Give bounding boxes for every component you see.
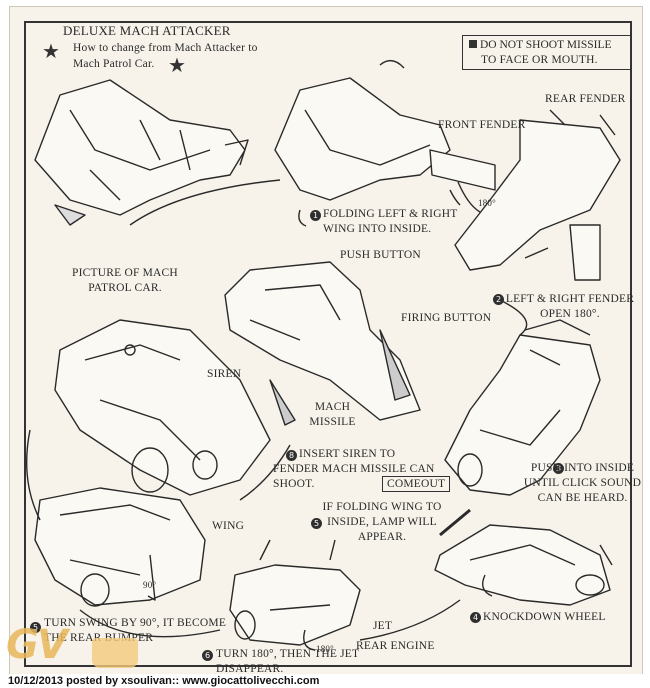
label-picture-of-patrol-car: PICTURE OF MACH PATROL CAR.	[72, 267, 178, 294]
step-number-badge: 5	[30, 622, 41, 633]
star-icon: ★	[42, 41, 60, 63]
label-comeout: COMEOUT	[382, 476, 451, 492]
star-icon: ★	[168, 55, 186, 77]
fender-open-illustration	[429, 109, 621, 281]
flow-arrows	[26, 179, 528, 641]
label-degrees-180: 180°	[478, 198, 496, 208]
label-step2-fender-open: LEFT & RIGHT FENDER OPEN 180°.	[505, 293, 635, 320]
car-push-inside-illustration	[444, 319, 601, 496]
step-number-badge: 2	[493, 294, 504, 305]
label-wing: WING	[212, 520, 245, 532]
label-siren: SIREN	[207, 368, 242, 380]
knockdown-wheel-car-illustration	[434, 524, 613, 606]
jet-with-missiles-illustration	[224, 261, 421, 426]
label-step6-jet-disappear: TURN 180°, THEN THE JET DISAPPEAR.	[216, 648, 360, 675]
label-degrees-90: 90°	[143, 580, 157, 590]
step-number-badge: 8	[286, 450, 297, 461]
sheet-border	[24, 21, 632, 667]
step-number-badge: 1	[310, 210, 321, 221]
step-number-badge: 4	[470, 612, 481, 623]
mach-attacker-jet-illustration	[34, 79, 249, 226]
step-number-badge: 3	[553, 463, 564, 474]
label-mach-missile: MACH MISSILE	[309, 401, 356, 428]
label-push-button: PUSH BUTTON	[340, 249, 421, 261]
header-subtitle: How to change from Mach Attacker to Mach…	[73, 42, 258, 70]
warning-box: DO NOT SHOOT MISSILE TO FACE OR MOUTH.	[462, 35, 632, 70]
header-title: DELUXE MACH ATTACKER	[63, 23, 231, 38]
footer-bar	[0, 674, 650, 688]
car-rear-bumper-illustration	[34, 487, 206, 607]
label-step-insert-siren: INSERT SIREN TO FENDER MACH MISSILE CAN …	[273, 448, 435, 490]
label-step1-folding-wings: FOLDING LEFT & RIGHT WING INTO INSIDE.	[323, 208, 458, 235]
watermark-logo: GV	[6, 622, 68, 668]
label-rear-engine: REAR ENGINE	[356, 640, 435, 652]
car-jet-disappear-illustration	[229, 539, 361, 651]
label-rear-fender: REAR FENDER	[545, 93, 626, 105]
mach-attacker-folding-illustration	[274, 60, 451, 227]
mach-patrol-car-illustration	[54, 319, 271, 496]
label-degrees-180-b: 180°	[316, 644, 334, 654]
label-firing-button: FIRING BUTTON	[401, 312, 492, 324]
step-number-badge: 5	[311, 518, 322, 529]
bullet-square-icon	[469, 40, 477, 48]
label-jet: JET	[373, 620, 393, 632]
footer-credit: 10/12/2013 posted by xsoulivan:: www.gio…	[8, 675, 320, 687]
warning-line-2: TO FACE OR MOUTH.	[481, 54, 598, 66]
label-step5-lamp-appear: IF FOLDING WING TO INSIDE, LAMP WILL APP…	[322, 501, 442, 543]
label-knockdown-wheel: KNOCKDOWN WHEEL	[483, 611, 606, 623]
watermark-bag-icon	[92, 638, 138, 668]
step-number-badge: 6	[202, 650, 213, 661]
label-step-push-inside: PUSH INTO INSIDE UNTIL CLICK SOUND CAN B…	[523, 462, 642, 504]
warning-line-1: DO NOT SHOOT MISSILE	[469, 38, 627, 53]
label-front-fender: FRONT FENDER	[438, 119, 526, 131]
